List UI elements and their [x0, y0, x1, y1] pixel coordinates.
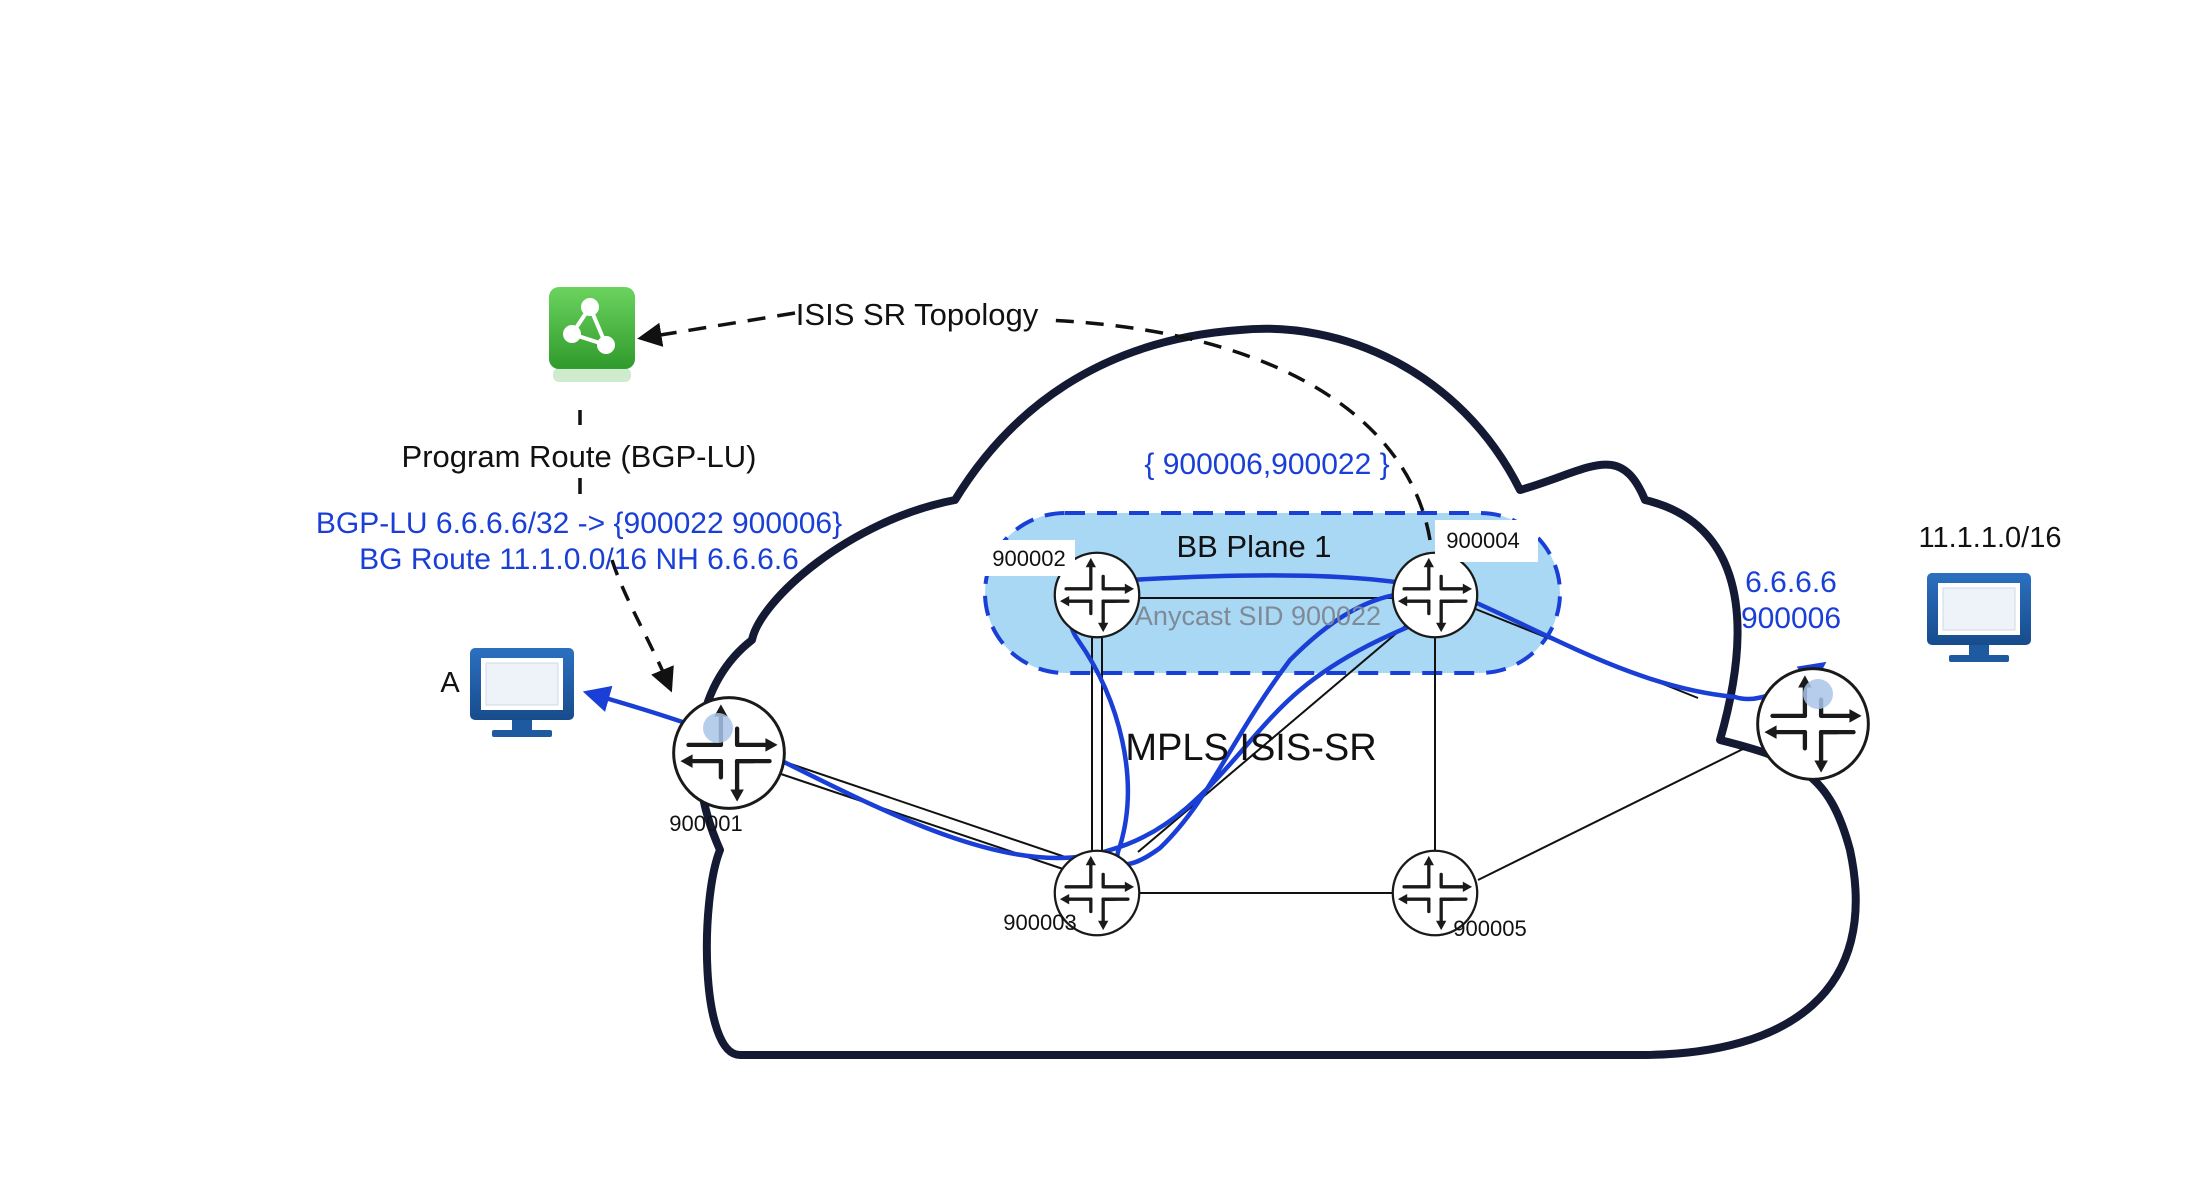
- monitor-icon: [469, 647, 575, 738]
- bg-route-label: BG Route 11.1.0.0/16 NH 6.6.6.6: [359, 543, 799, 576]
- program-route-arrow: [578, 410, 670, 688]
- destination-prefix-label: 11.1.1.0/16: [1919, 522, 2062, 554]
- router-900005[interactable]: 900005: [1391, 849, 1527, 941]
- router-sid-label: 900004: [1446, 528, 1519, 553]
- router-destination[interactable]: [1758, 669, 1869, 780]
- monitor-icon: [1926, 572, 2032, 663]
- cloud-label: MPLS ISIS-SR: [1125, 727, 1376, 769]
- anycast-sid-label: Anycast SID 900022: [1135, 601, 1381, 631]
- router-sid-label: 900002: [992, 546, 1065, 571]
- host-a-label: A: [440, 667, 460, 699]
- destination-ip-label: 6.6.6.6: [1745, 566, 1837, 599]
- router-900004[interactable]: 900004: [1391, 520, 1538, 639]
- bgp-lu-route-label: BGP-LU 6.6.6.6/32 -> {900022 900006}: [316, 507, 842, 540]
- router-icon: [1391, 551, 1479, 639]
- bb-plane-label: BB Plane 1: [1176, 529, 1331, 564]
- router-sid-label: 900003: [1003, 910, 1076, 935]
- router-900001[interactable]: 900001: [669, 698, 784, 836]
- destination-sid-label: 900006: [1741, 602, 1841, 635]
- router-900003[interactable]: 900003: [1003, 849, 1141, 937]
- network-topology-icon: [563, 298, 615, 354]
- host-destination[interactable]: 11.1.1.0/16: [1919, 522, 2062, 663]
- isis-topology-arrow-head: [637, 311, 796, 347]
- program-route-label: Program Route (BGP-LU): [402, 439, 757, 474]
- router-sid-label: 900001: [669, 811, 742, 836]
- router-sid-label: 900005: [1453, 916, 1526, 941]
- isis-topology-label: ISIS SR Topology: [796, 297, 1039, 332]
- router-icon: [674, 698, 785, 809]
- sid-stack-label: { 900006,900022 }: [1144, 448, 1389, 481]
- host-a[interactable]: A: [440, 647, 575, 738]
- sdn-controller[interactable]: [549, 287, 635, 382]
- router-900002[interactable]: 900002: [983, 540, 1141, 639]
- isis-topology-arrow: [1044, 318, 1432, 541]
